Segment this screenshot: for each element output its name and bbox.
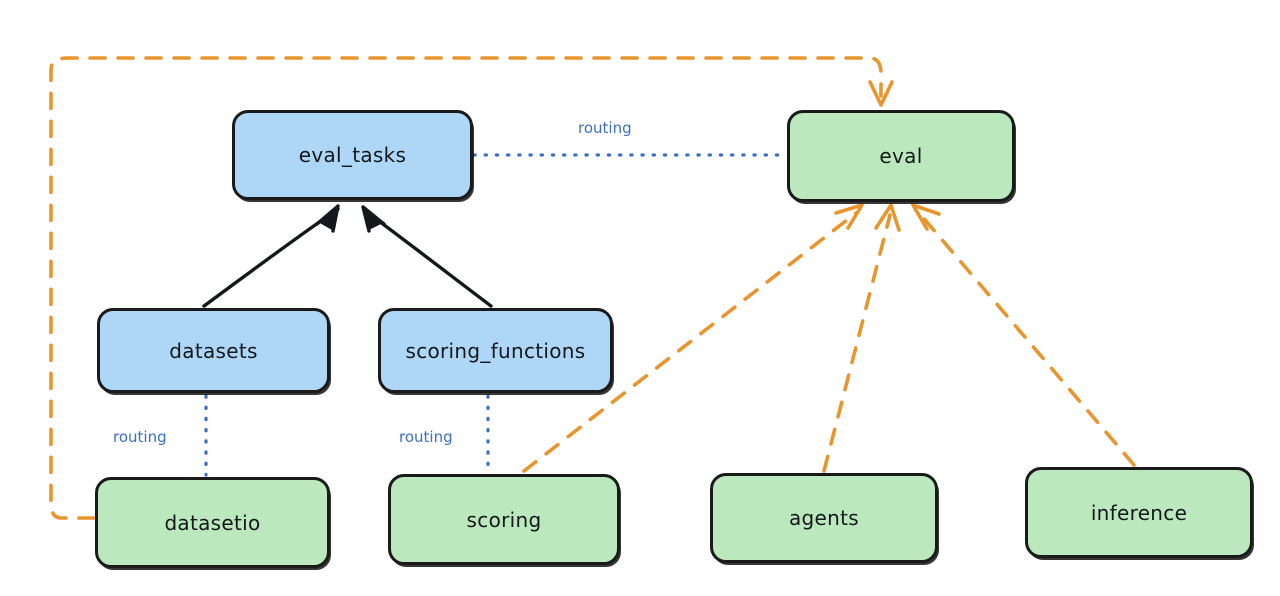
edge-label-routing-datasets-datasetio: routing xyxy=(113,428,167,446)
node-eval-tasks[interactable]: eval_tasks xyxy=(232,110,473,200)
node-label: eval xyxy=(879,144,923,168)
node-label: scoring_functions xyxy=(405,338,586,363)
node-scoring-functions[interactable]: scoring_functions xyxy=(378,308,613,393)
node-eval[interactable]: eval xyxy=(787,110,1015,202)
edge-label-routing-scoring-functions-scoring: routing xyxy=(399,428,453,446)
node-label: datasets xyxy=(169,338,258,363)
edge-datasets-to-eval-tasks xyxy=(202,204,340,308)
edge-inference-to-eval xyxy=(911,203,1136,467)
edge-scoring-functions-to-eval-tasks xyxy=(361,205,493,308)
node-scoring[interactable]: scoring xyxy=(388,474,620,565)
node-label: agents xyxy=(789,506,859,530)
edge-agents-to-eval xyxy=(822,203,901,473)
node-label: scoring xyxy=(466,507,542,532)
node-agents[interactable]: agents xyxy=(710,473,938,563)
node-datasetio[interactable]: datasetio xyxy=(95,477,330,568)
node-label: datasetio xyxy=(164,510,261,535)
node-datasets[interactable]: datasets xyxy=(97,308,330,393)
edge-label-routing-eval-tasks-eval: routing xyxy=(578,119,632,137)
node-label: inference xyxy=(1090,500,1188,525)
node-inference[interactable]: inference xyxy=(1025,467,1253,558)
node-label: eval_tasks xyxy=(298,143,407,167)
